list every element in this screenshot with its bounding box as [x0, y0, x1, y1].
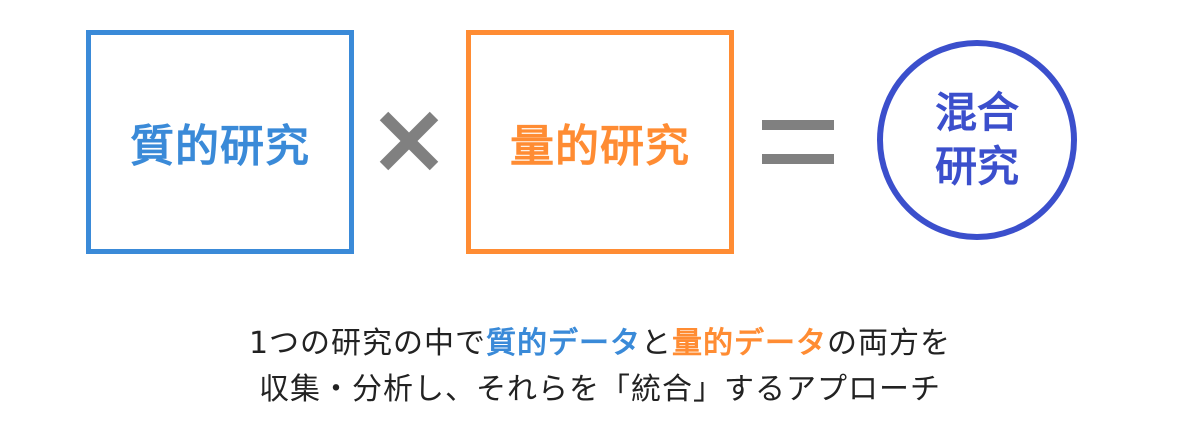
equals-icon: [762, 120, 834, 164]
mixed-label-line1: 混合: [934, 88, 1019, 137]
quantitative-research-label: 量的研究: [510, 121, 690, 172]
caption-text: の両方を: [827, 326, 952, 361]
mixed-label-line2: 研究: [934, 142, 1019, 191]
quantitative-research-box: 量的研究: [466, 30, 734, 254]
caption-text: 1つの研究の中で: [248, 326, 487, 361]
caption-text: と: [641, 326, 673, 361]
caption-line-2: 収集・分析し、それらを「統合」するアプローチ: [259, 372, 941, 407]
quantitative-data-highlight: 量的データ: [672, 326, 828, 361]
mixed-methods-circle: 混合 研究: [877, 40, 1077, 240]
times-icon: [379, 111, 439, 171]
qualitative-research-box: 質的研究: [86, 30, 354, 254]
qualitative-data-highlight: 質的データ: [486, 326, 642, 361]
caption-line-1: 1つの研究の中で質的データと量的データの両方を: [0, 318, 1200, 362]
qualitative-research-label: 質的研究: [130, 121, 310, 172]
